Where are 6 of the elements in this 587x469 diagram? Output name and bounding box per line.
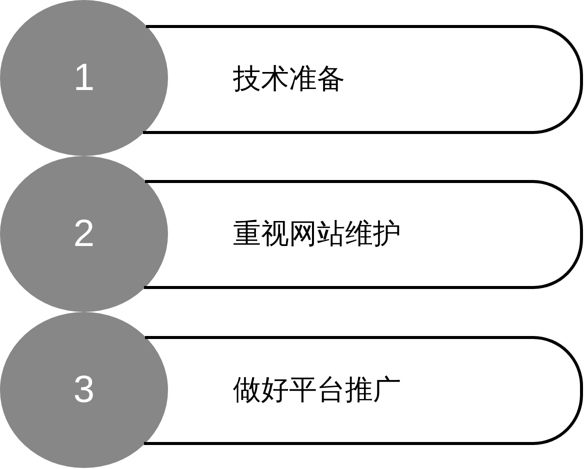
step-text: 做好平台推广 (233, 374, 401, 408)
step-number-circle: 3 (0, 312, 168, 468)
step-text: 技术准备 (233, 62, 345, 96)
step-number-circle: 1 (0, 0, 168, 156)
step-text: 重视网站维护 (233, 218, 401, 252)
step-number-circle: 2 (0, 156, 168, 312)
